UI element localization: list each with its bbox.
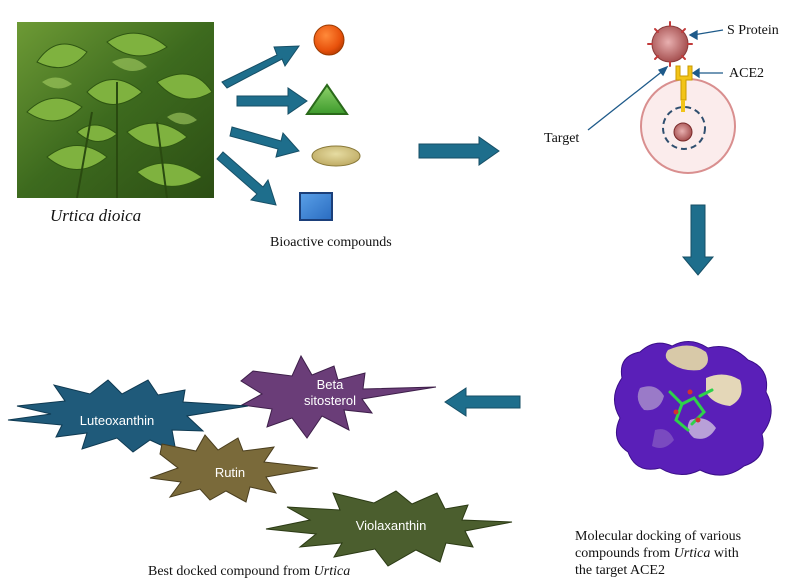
docking-caption-line2-genus: Urtica bbox=[673, 546, 711, 561]
docking-caption: Molecular docking of various compounds f… bbox=[575, 528, 805, 579]
arrow-to-target bbox=[418, 136, 500, 166]
bioactive-compounds-caption: Bioactive compounds bbox=[270, 235, 392, 250]
beta-label-line2: sitosterol bbox=[303, 393, 357, 408]
beta-sitosterol-burst bbox=[240, 354, 437, 439]
arrow-down bbox=[681, 204, 715, 276]
ace2-label: ACE2 bbox=[729, 66, 764, 81]
arrow-to-triangle bbox=[236, 87, 308, 115]
docking-caption-line3: the target ACE2 bbox=[575, 563, 665, 578]
best-docked-caption-genus: Urtica bbox=[313, 564, 351, 579]
docking-caption-line1: Molecular docking of various bbox=[575, 529, 742, 544]
violaxanthin-burst bbox=[265, 490, 513, 567]
luteoxanthin-burst bbox=[7, 379, 249, 453]
violaxanthin-label: Violaxanthin bbox=[355, 518, 427, 533]
target-illustration bbox=[587, 21, 736, 174]
plant-photo bbox=[17, 22, 214, 198]
arrow-to-rect bbox=[216, 151, 277, 206]
best-docked-caption: Best docked compound from Urtica bbox=[148, 563, 350, 580]
green-triangle-compound bbox=[305, 83, 349, 115]
luteoxanthin-label: Luteoxanthin bbox=[79, 413, 155, 428]
best-docked-caption-text: Best docked compound from bbox=[148, 564, 314, 579]
beta-sitosterol-label: Beta sitosterol bbox=[290, 377, 370, 409]
docking-caption-line2-post: with bbox=[710, 546, 739, 561]
rutin-burst bbox=[149, 434, 319, 503]
docking-caption-line2-pre: compounds from bbox=[575, 546, 674, 561]
docking-caption-line2: compounds from Urtica with bbox=[575, 545, 805, 562]
blue-rect-compound bbox=[299, 192, 333, 221]
s-protein-label: S Protein bbox=[727, 23, 779, 38]
arrow-left bbox=[444, 387, 521, 417]
target-label: Target bbox=[544, 131, 580, 146]
rutin-label: Rutin bbox=[214, 465, 246, 480]
plant-name-caption: Urtica dioica bbox=[50, 206, 142, 225]
docking-surface bbox=[614, 341, 772, 476]
arrow-to-ellipse bbox=[229, 126, 300, 158]
tan-ellipse-compound bbox=[311, 145, 361, 167]
arrow-to-orange bbox=[221, 45, 300, 89]
beta-label-line1: Beta bbox=[316, 377, 344, 392]
orange-circle-compound bbox=[313, 24, 345, 56]
